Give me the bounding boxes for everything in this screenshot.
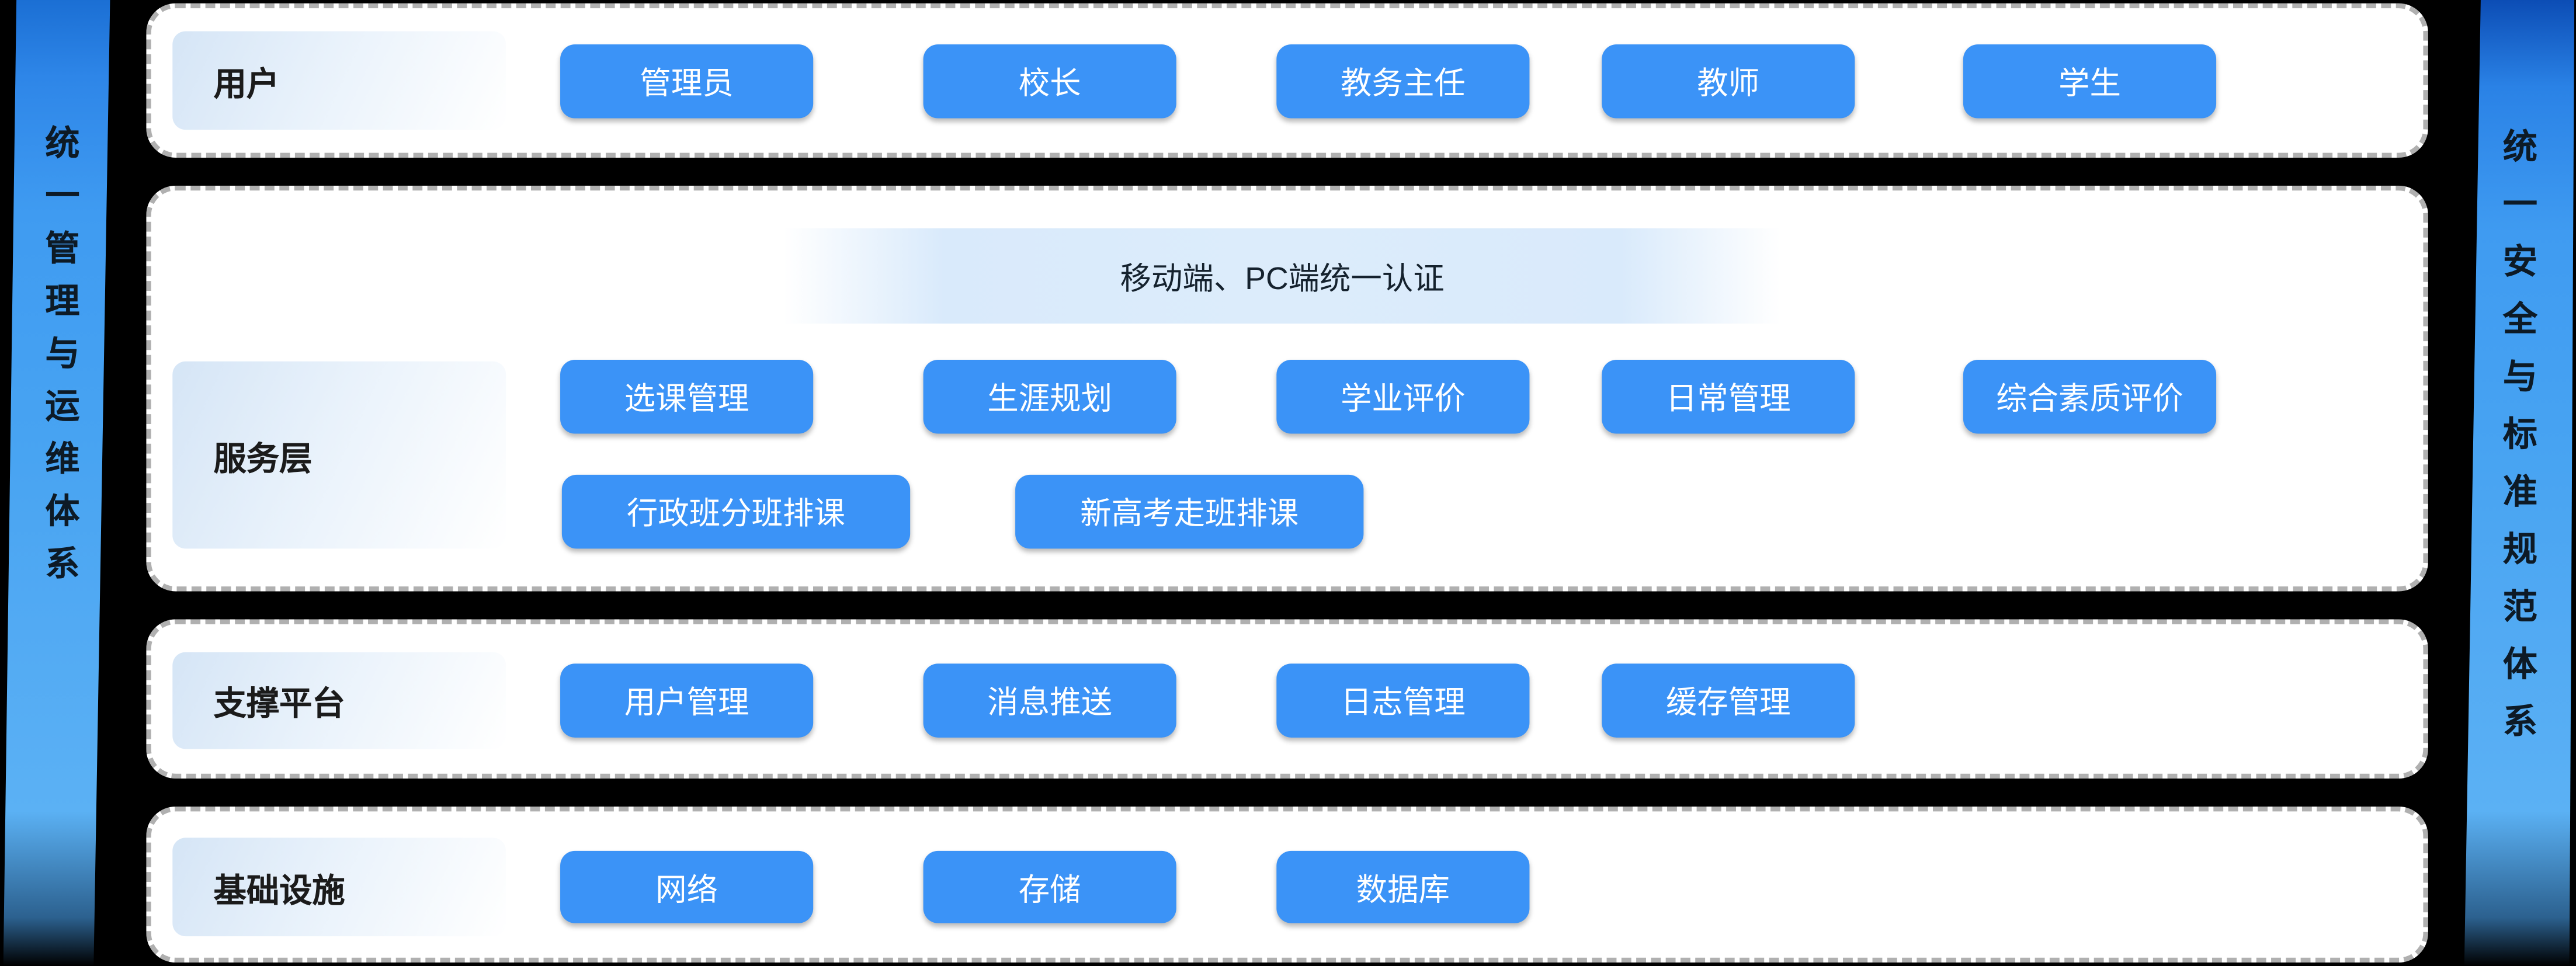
service-button-academic-evaluation[interactable]: 学业评价	[1276, 360, 1529, 434]
panel-infrastructure: 基础设施 网络 存储 数据库	[146, 807, 2428, 962]
right-ribbon-label: 统一安全与标准规范体系	[2492, 128, 2542, 760]
infra-button-storage[interactable]: 存储	[924, 851, 1176, 923]
infra-button-network[interactable]: 网络	[560, 851, 813, 923]
right-ribbon: 统一安全与标准规范体系	[2458, 0, 2576, 966]
panel-users: 用户 管理员 校长 教务主任 教师 学生	[146, 4, 2428, 158]
panel-support-platform: 支撑平台 用户管理 消息推送 日志管理 缓存管理	[146, 619, 2428, 779]
section-label-users: 用户	[172, 31, 506, 130]
service-button-gaokao-class-scheduling[interactable]: 新高考走班排课	[1015, 475, 1363, 549]
section-label-support-platform: 支撑平台	[172, 652, 506, 749]
support-button-log-management[interactable]: 日志管理	[1276, 663, 1529, 738]
service-button-admin-class-scheduling[interactable]: 行政班分班排课	[562, 475, 910, 549]
service-button-comprehensive-quality[interactable]: 综合素质评价	[1963, 360, 2216, 434]
support-button-message-push[interactable]: 消息推送	[924, 663, 1176, 738]
service-button-career-planning[interactable]: 生涯规划	[924, 360, 1176, 434]
unified-auth-banner: 移动端、PC端统一认证	[784, 228, 1781, 324]
section-label-infrastructure: 基础设施	[172, 838, 506, 936]
section-label-service-layer: 服务层	[172, 362, 506, 549]
support-button-cache-management[interactable]: 缓存管理	[1602, 663, 1855, 738]
users-button-principal[interactable]: 校长	[924, 44, 1176, 119]
left-ribbon: 统一管理与运维体系	[0, 0, 119, 966]
infra-button-database[interactable]: 数据库	[1276, 851, 1529, 923]
left-ribbon-label: 统一管理与运维体系	[34, 125, 84, 598]
service-button-daily-management[interactable]: 日常管理	[1602, 360, 1855, 434]
service-button-course-selection[interactable]: 选课管理	[560, 360, 813, 434]
users-button-teacher[interactable]: 教师	[1602, 44, 1855, 119]
support-button-user-management[interactable]: 用户管理	[560, 663, 813, 738]
users-button-admin[interactable]: 管理员	[560, 44, 813, 119]
users-button-dean[interactable]: 教务主任	[1276, 44, 1529, 119]
panel-service-layer: 移动端、PC端统一认证 服务层 选课管理 生涯规划 学业评价 日常管理 综合素质…	[146, 186, 2428, 592]
users-button-student[interactable]: 学生	[1963, 44, 2216, 119]
